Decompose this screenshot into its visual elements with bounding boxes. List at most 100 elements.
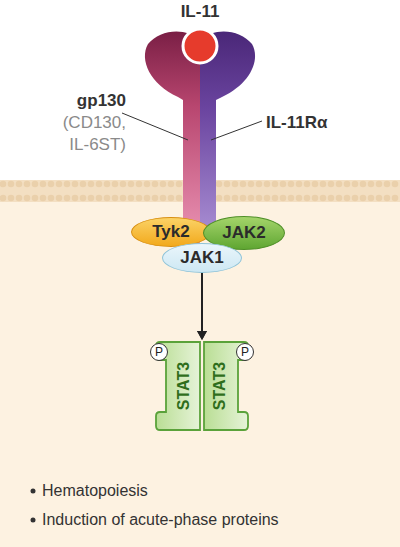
lipid-head (368, 181, 375, 188)
lipid-head (240, 181, 247, 188)
part-name: (CD130, IL-6ST) (40, 112, 126, 156)
lipid-head (248, 195, 255, 202)
lipid-head (376, 181, 383, 188)
lipid-head (232, 195, 239, 202)
arrow-head (197, 331, 207, 340)
phospho-circle: P (236, 343, 254, 361)
lipid-head (312, 195, 319, 202)
signal-arrow (197, 273, 207, 340)
kinase-label: Tyk2 (152, 222, 190, 242)
lipid-head (32, 195, 39, 202)
phospho-circle: P (150, 343, 168, 361)
lipid-head (320, 181, 327, 188)
lipid-head (96, 181, 103, 188)
lipid-head (88, 195, 95, 202)
lipid-head (8, 181, 15, 188)
lipid-head (144, 181, 151, 188)
arrow-shaft (201, 273, 203, 331)
lipid-head (0, 195, 6, 202)
lipid-head (256, 195, 263, 202)
signal-arrow (197, 273, 207, 340)
lipid-head (296, 195, 303, 202)
lipid-head (360, 181, 367, 188)
lipid-head (136, 195, 143, 202)
stat3-label: STAT3 (174, 356, 194, 416)
leader-line (211, 121, 262, 140)
lipid-head (168, 195, 175, 202)
lipid-head (16, 195, 23, 202)
bullet (31, 489, 36, 494)
lipid-head (264, 181, 271, 188)
lipid-head (104, 195, 111, 202)
lipid-head (88, 181, 95, 188)
lipid-head (152, 181, 159, 188)
lipid-head (64, 195, 71, 202)
lipid-head (336, 195, 343, 202)
lipid-head (48, 195, 55, 202)
lipid-head (352, 195, 359, 202)
ligand-node: IL-11 (175, 0, 225, 64)
lipid-head (288, 195, 295, 202)
lipid-head (344, 195, 351, 202)
lipid-head (304, 181, 311, 188)
part-name: gp130 (40, 90, 126, 112)
lipid-head (320, 195, 327, 202)
lipid-head (280, 195, 287, 202)
stat3-outline (204, 342, 248, 430)
lipid-head (272, 181, 279, 188)
lipid-head (104, 181, 111, 188)
lipid-head (376, 195, 383, 202)
lipid-head (112, 195, 119, 202)
kinase-label: JAK2 (222, 223, 265, 243)
lipid-head (328, 195, 335, 202)
lipid-head (120, 181, 127, 188)
lipid-head (0, 181, 6, 188)
lipid-head (216, 181, 223, 188)
lipid-head (56, 181, 63, 188)
lipid-head (312, 181, 319, 188)
lipid-head (32, 181, 39, 188)
lipid-head (240, 195, 247, 202)
lipid-head (56, 195, 63, 202)
lipid-head (232, 181, 239, 188)
lipid-head (368, 195, 375, 202)
lipid-head (328, 181, 335, 188)
lipid-head (176, 195, 183, 202)
lipid-head (72, 181, 79, 188)
lipid-head (304, 195, 311, 202)
lipid-head (152, 195, 159, 202)
outcome-text: Induction of acute-phase proteins (42, 510, 392, 530)
lipid-head (120, 195, 127, 202)
lipid-head (136, 181, 143, 188)
lipid-head (384, 195, 391, 202)
lipid-head (384, 181, 391, 188)
lipid-head (48, 181, 55, 188)
lipid-head (224, 181, 231, 188)
ligand-label: IL-11 (155, 2, 245, 22)
lipid-head (216, 195, 223, 202)
stat3-node: STAT3P (202, 340, 250, 432)
part-name: IL-11Rα (266, 112, 376, 134)
lipid-head (392, 195, 399, 202)
lipid-head (72, 195, 79, 202)
lipid-head (112, 181, 119, 188)
lipid-head (16, 181, 23, 188)
lipid-head (24, 195, 31, 202)
lipid-head (280, 181, 287, 188)
gp130-receptor (145, 31, 200, 245)
lipid-head (360, 195, 367, 202)
lipid-head (176, 181, 183, 188)
lipid-head (288, 181, 295, 188)
lipid-head (256, 181, 263, 188)
stat3-label: STAT3 (210, 356, 230, 416)
lipid-head (296, 181, 303, 188)
lipid-head (144, 195, 151, 202)
lipid-head (96, 195, 103, 202)
lipid-head (336, 181, 343, 188)
outcome-text: Hematopoiesis (42, 481, 382, 501)
stat3-node: STAT3P (154, 340, 202, 432)
ligand-circle (183, 29, 217, 63)
arrow-shaft (201, 273, 203, 331)
